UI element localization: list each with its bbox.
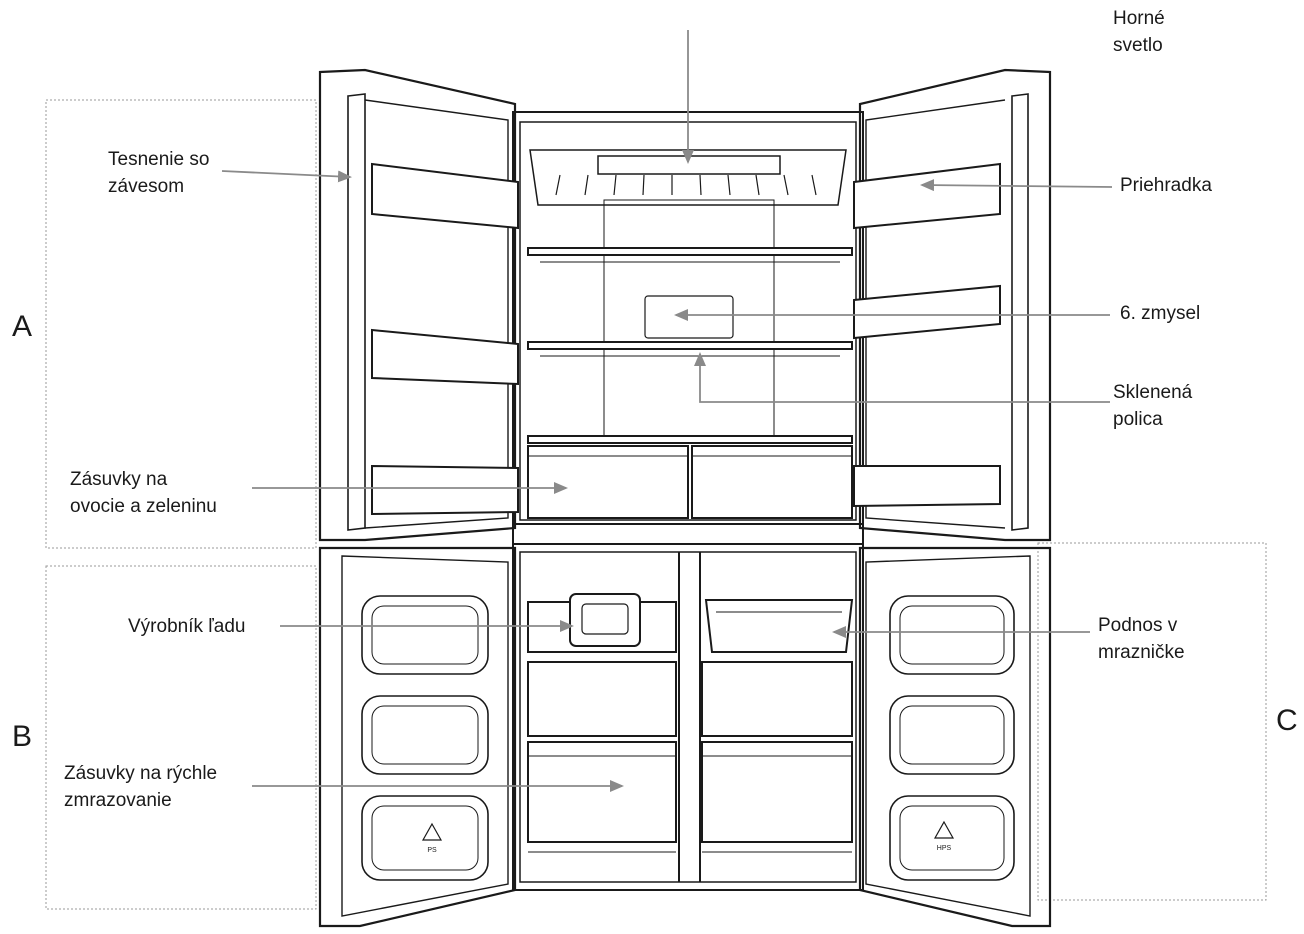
right-freezer-door [858,546,1052,928]
left-fridge-door [318,68,517,542]
left-door-bins [371,162,519,516]
arrow-door-bin [920,179,1113,192]
cabinet [512,111,864,891]
sixth-sense-panel [644,295,734,339]
zone-a-label: A [12,310,33,343]
arrow-glass-shelf [694,352,1110,403]
glass-shelves [527,247,853,444]
zone-a-outline [45,99,317,549]
zone-b-label: B [12,720,33,753]
zone-c-outline [1037,542,1267,901]
zone-c-label: C [1276,704,1298,737]
left-door-mark: PS [427,847,437,854]
label-sixth-sense: 6. zmysel [1120,303,1201,324]
top-light-assembly [529,149,847,439]
zone-outlines [45,99,1267,910]
crisper-drawers [527,445,853,519]
zone-b-outline [45,565,317,910]
label-ice-maker: Výrobník ľadu [128,616,246,637]
left-freezer-door [318,546,517,928]
right-door-bins [853,162,1001,508]
leader-arrows [221,30,1113,792]
freezer-interior [527,593,854,853]
arrow-door-seal [221,170,352,183]
right-door-mark: HPS [937,845,952,852]
label-door-bin: Priehradka [1120,175,1212,196]
